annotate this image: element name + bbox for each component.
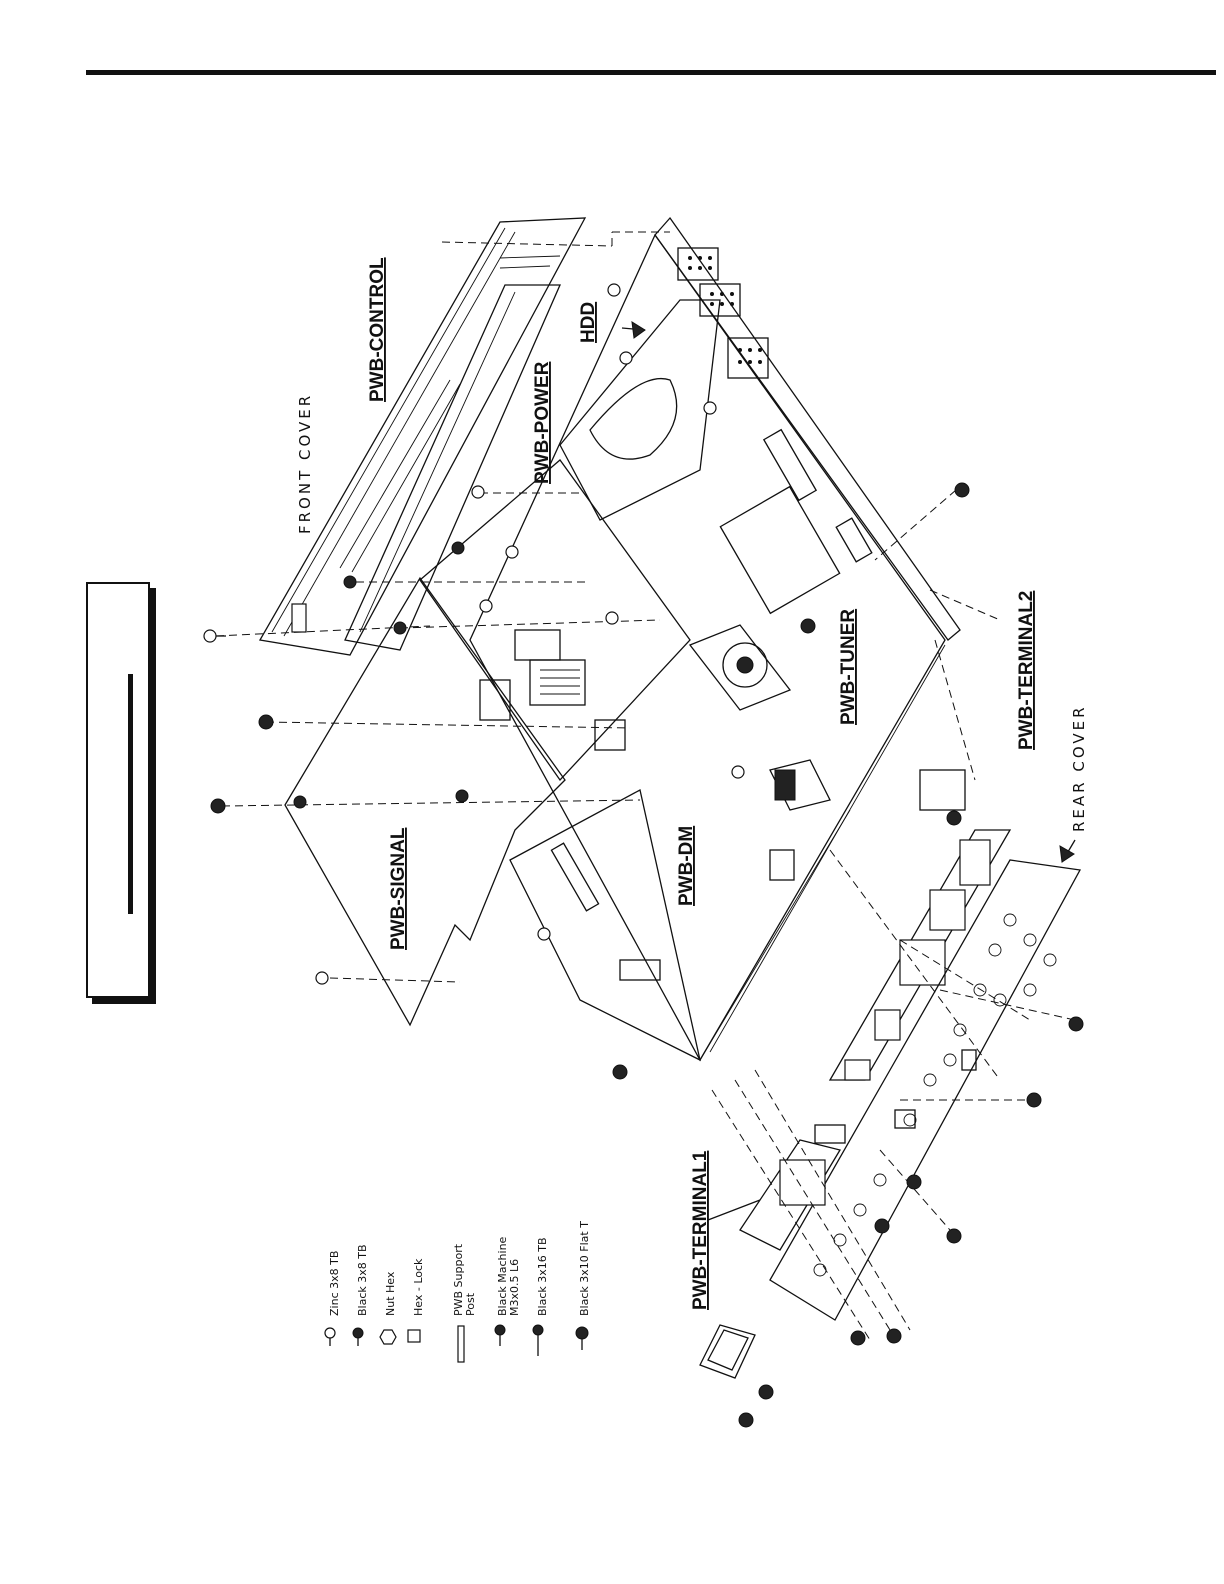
screw <box>344 576 356 588</box>
nut-hex-icon <box>380 1330 396 1344</box>
legend-text: Nut Hex <box>384 1271 397 1316</box>
assembly-guides <box>216 232 1075 1340</box>
screw <box>620 352 632 364</box>
screw <box>887 1329 901 1343</box>
legend-text: Hex - Lock <box>412 1258 425 1316</box>
pwb-terminal2-part <box>830 770 1010 1080</box>
black-screw-icon <box>353 1328 363 1346</box>
flat-screw-icon <box>576 1327 588 1350</box>
screw <box>1027 1093 1041 1107</box>
hex-lock-icon <box>408 1330 420 1342</box>
label-pwb-terminal2: PWB-TERMINAL2 <box>1016 591 1037 750</box>
pwb-dm-part <box>510 790 794 1060</box>
screw <box>456 790 468 802</box>
screw <box>204 630 226 642</box>
legend-text: Black 3x16 TB <box>536 1237 549 1316</box>
screw <box>1069 1017 1083 1031</box>
legend-text: Black 3x8 TB <box>356 1244 369 1316</box>
screw <box>211 799 225 813</box>
label-front-cover: FRONT COVER <box>296 393 314 534</box>
label-rear-cover: REAR COVER <box>1070 704 1088 832</box>
rear-cover-part <box>770 840 1080 1320</box>
label-pwb-power: PWB-POWER <box>532 361 553 484</box>
screw <box>875 1219 889 1233</box>
screw <box>480 600 492 612</box>
screw <box>506 546 518 558</box>
screw <box>947 811 961 825</box>
label-hdd: HDD <box>578 302 599 343</box>
screw <box>801 619 815 633</box>
pwb-signal-part <box>285 578 625 1025</box>
label-pwb-signal: PWB-SIGNAL <box>388 827 409 950</box>
fastener-legend: Zinc 3x8 TB Black 3x8 TB Nut Hex Hex - L… <box>325 1221 591 1362</box>
screw <box>613 1065 627 1079</box>
screw <box>704 402 716 414</box>
screw <box>739 1413 753 1427</box>
screw <box>759 1385 773 1399</box>
label-pwb-dm: PWB-DM <box>676 826 697 906</box>
screw <box>907 1175 921 1189</box>
screw <box>606 612 618 624</box>
legend-text: M3x0.5 L6 <box>508 1259 521 1316</box>
machine-screw-icon <box>495 1325 505 1346</box>
screw <box>316 972 328 984</box>
screw <box>947 1229 961 1243</box>
label-pwb-tuner: PWB-TUNER <box>838 609 859 725</box>
screw <box>294 796 306 808</box>
pwb-terminal1-part <box>708 1125 845 1250</box>
legend-text: Post <box>464 1292 477 1316</box>
long-screw-icon <box>533 1325 543 1356</box>
screw <box>472 486 484 498</box>
support-post-icon <box>458 1326 464 1362</box>
legend-text: Black 3x10 Flat T <box>578 1221 591 1316</box>
power-inlet-part <box>700 1325 755 1378</box>
screw <box>452 542 464 554</box>
screw <box>394 622 406 634</box>
screw <box>259 715 273 729</box>
screw <box>608 284 620 296</box>
pwb-tuner-part <box>690 487 840 810</box>
screw <box>538 928 550 940</box>
screw <box>955 483 969 497</box>
screw <box>851 1331 865 1345</box>
zinc-screw-icon <box>325 1328 335 1346</box>
legend-text: Zinc 3x8 TB <box>328 1251 341 1316</box>
label-pwb-terminal1: PWB-TERMINAL1 <box>690 1150 711 1310</box>
label-pwb-control: PWB-CONTROL <box>367 257 388 402</box>
screw <box>732 766 744 778</box>
